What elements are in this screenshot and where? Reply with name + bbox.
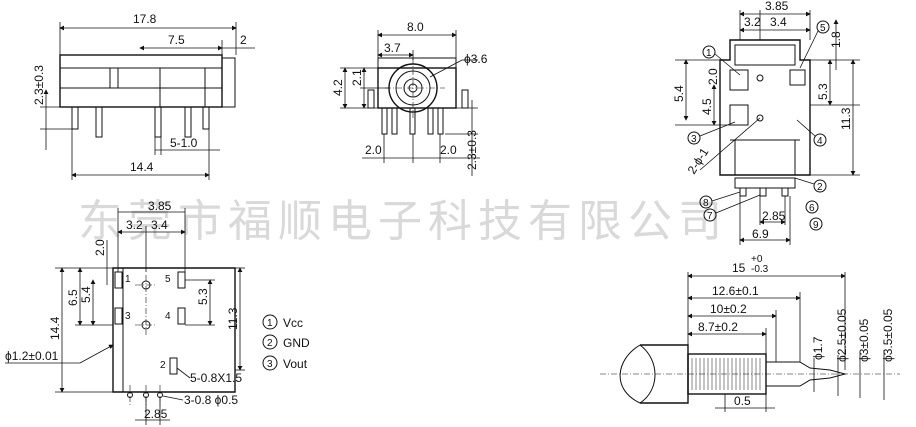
dim-pcb-285: 2.85 bbox=[144, 407, 168, 421]
dim-plug-17: ϕ1.7 bbox=[811, 336, 825, 360]
dim-top-385: 3.85 bbox=[765, 0, 789, 13]
dim-plug-10: 10±0.2 bbox=[710, 302, 747, 316]
legend-item-gnd: 2 GND bbox=[262, 334, 310, 350]
dim-pcb-slots: 5-0.8X1.5 bbox=[190, 371, 242, 385]
dim-pcb-144: 14.4 bbox=[48, 316, 62, 340]
svg-text:Vcc: Vcc bbox=[283, 316, 303, 330]
svg-text:GND: GND bbox=[283, 336, 310, 350]
svg-text:1: 1 bbox=[267, 318, 273, 329]
svg-text:2: 2 bbox=[817, 182, 823, 193]
dim-plug-15-tol-up: +0 bbox=[751, 254, 763, 265]
pad-label-4: 4 bbox=[165, 311, 171, 322]
pad-label-5: 5 bbox=[165, 274, 171, 285]
legend-item-vcc: 1 Vcc bbox=[262, 314, 303, 330]
callout-5: 5 bbox=[799, 20, 830, 69]
dim-top-32: 3.2 bbox=[744, 15, 761, 29]
dim-plug-05: 0.5 bbox=[734, 394, 751, 408]
callout-2: 2 bbox=[794, 177, 827, 193]
dim-pcb-20: 2.0 bbox=[93, 239, 107, 256]
dim-pcb-113: 11.3 bbox=[226, 307, 240, 330]
svg-text:2: 2 bbox=[267, 338, 273, 349]
svg-text:6: 6 bbox=[809, 203, 815, 214]
dim-pcb-holes3: 3-0.8 ϕ0.5 bbox=[184, 393, 238, 407]
pin-legend: 1 Vcc 2 GND 3 Vout bbox=[262, 314, 310, 371]
svg-text:3: 3 bbox=[691, 134, 697, 145]
dim-mid-length: 7.5 bbox=[168, 33, 185, 47]
dim-front-ph: 2.3±0.3 bbox=[465, 130, 479, 170]
dim-front-dia: ϕ3.6 bbox=[464, 52, 488, 66]
dim-bottom-length: 14.4 bbox=[130, 160, 154, 174]
svg-text:Vout: Vout bbox=[283, 357, 308, 371]
dim-pcb-54: 5.4 bbox=[79, 286, 93, 303]
dim-top-53: 5.3 bbox=[816, 83, 830, 100]
dim-top-45: 4.5 bbox=[700, 98, 714, 115]
plug-view: 15 +0 -0.3 12.6±0.1 10±0.2 8.7±0.2 0.5 ϕ… bbox=[600, 254, 900, 412]
svg-text:4: 4 bbox=[817, 136, 823, 147]
dim-pcb-385: 3.85 bbox=[148, 199, 172, 213]
dim-top-113: 11.3 bbox=[839, 107, 853, 130]
dim-pcb-hole: ϕ1.2±0.01 bbox=[5, 349, 59, 363]
callout-1: 1 bbox=[702, 45, 741, 76]
svg-text:8: 8 bbox=[703, 198, 709, 209]
front-view: 8.0 3.7 ϕ3.6 4.2 2.1 2.0 2.0 2.3±0.3 bbox=[331, 20, 488, 176]
pad-label-1: 1 bbox=[125, 274, 131, 285]
callout-4: 4 bbox=[796, 119, 827, 147]
callout-9: 9 bbox=[809, 217, 823, 231]
callout-8: 8 bbox=[699, 191, 741, 209]
dim-plug-15: 15 bbox=[732, 261, 746, 275]
dim-plug-15-tol-dn: -0.3 bbox=[751, 264, 769, 275]
dim-pcb-53: 5.3 bbox=[196, 288, 210, 305]
pad-label-2: 2 bbox=[160, 360, 166, 371]
callout-7: 7 bbox=[703, 194, 761, 222]
legend-item-vout: 3 Vout bbox=[262, 355, 308, 371]
pcb-footprint: 1 5 3 4 2 3.85 3.2 3.4 2.0 6.5 5.4 5.3 1… bbox=[5, 199, 245, 425]
dim-pcb-32: 3.2 bbox=[126, 218, 143, 232]
dim-front-h2: 2.1 bbox=[350, 69, 364, 86]
svg-text:5: 5 bbox=[820, 23, 826, 34]
dim-right-length: 2 bbox=[240, 33, 247, 47]
dim-front-left: 3.7 bbox=[384, 41, 401, 55]
dim-top-69: 6.9 bbox=[752, 227, 769, 241]
pad-label-3: 3 bbox=[125, 311, 131, 322]
dim-pcb-65: 6.5 bbox=[66, 289, 80, 306]
svg-text:9: 9 bbox=[813, 220, 819, 231]
dim-top-18: 1.8 bbox=[829, 31, 843, 48]
dim-top-holes: 2-ϕ-1 bbox=[685, 145, 712, 176]
svg-text:3: 3 bbox=[267, 359, 273, 370]
callout-3: 3 bbox=[687, 121, 736, 145]
dim-front-pr: 2.0 bbox=[440, 143, 457, 157]
dim-front-pl: 2.0 bbox=[365, 143, 382, 157]
dim-total-length: 17.8 bbox=[133, 12, 157, 26]
callout-6: 6 bbox=[805, 200, 819, 214]
dim-front-width: 8.0 bbox=[407, 20, 424, 34]
dim-pcb-34: 3.4 bbox=[151, 218, 168, 232]
watermark: 东莞市福顺电子科技有限公司 bbox=[78, 196, 728, 247]
dim-top-285: 2.85 bbox=[762, 209, 786, 223]
svg-text:1: 1 bbox=[706, 48, 712, 59]
dim-plug-35: ϕ3.5±0.05 bbox=[881, 308, 895, 362]
dim-plug-3: ϕ3±0.05 bbox=[857, 318, 871, 362]
svg-text:7: 7 bbox=[707, 211, 713, 222]
dim-front-h1: 4.2 bbox=[331, 79, 345, 96]
dim-top-54: 5.4 bbox=[672, 85, 686, 102]
dim-height: 2.3±0.3 bbox=[32, 65, 46, 105]
dim-top-20: 2.0 bbox=[706, 68, 720, 85]
dim-plug-87: 8.7±0.2 bbox=[698, 320, 738, 334]
dim-top-34: 3.4 bbox=[770, 15, 787, 29]
dim-plug-126: 12.6±0.1 bbox=[712, 284, 759, 298]
dim-plug-25: ϕ2.5±0.05 bbox=[835, 308, 849, 362]
side-view: 17.8 7.5 2 2.3±0.3 5-1.0 14.4 bbox=[32, 12, 255, 180]
dim-pins: 5-1.0 bbox=[170, 136, 198, 150]
